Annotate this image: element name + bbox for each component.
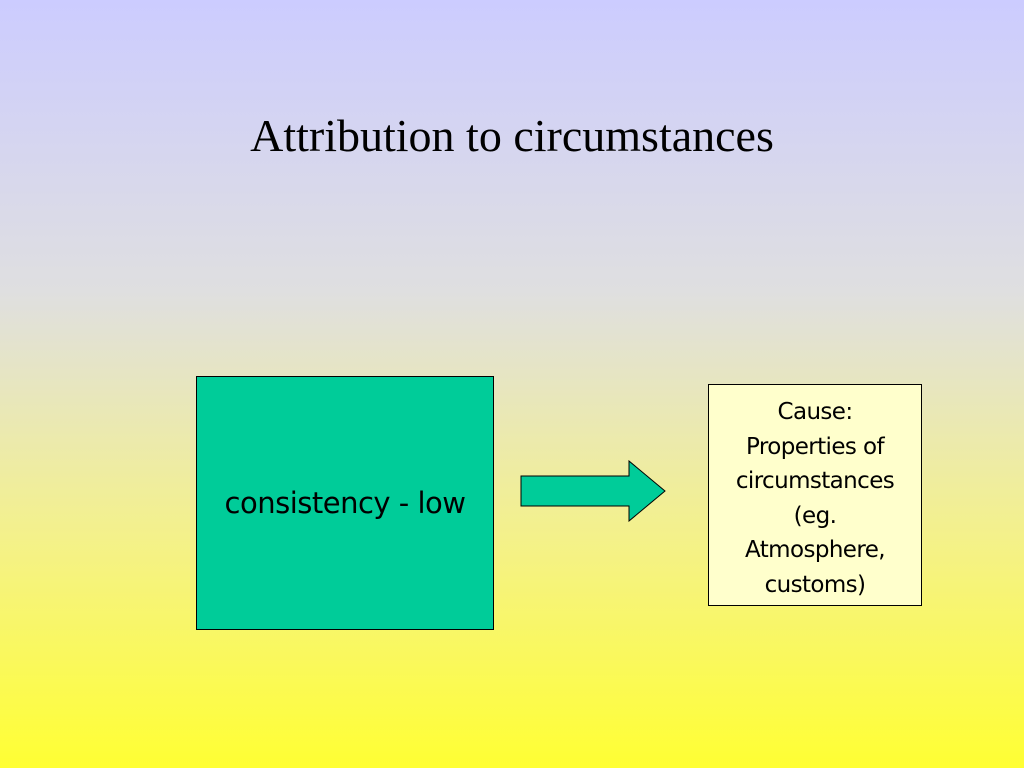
consistency-label: consistency - low [224, 486, 466, 520]
cause-line: Properties of [746, 433, 885, 460]
cause-line: circumstances [735, 468, 895, 494]
cause-line: (eg. [793, 502, 837, 529]
right-arrow-icon [519, 460, 667, 522]
cause-line: Cause: [777, 399, 853, 425]
slide-title: Attribution to circumstances [250, 110, 774, 161]
cause-box: Cause: Properties of circumstances (eg. … [708, 384, 922, 606]
consistency-box: consistency - low [196, 376, 494, 630]
cause-line: Atmosphere, [745, 537, 886, 563]
cause-line: customs) [764, 571, 866, 598]
arrow-shape [520, 460, 666, 522]
